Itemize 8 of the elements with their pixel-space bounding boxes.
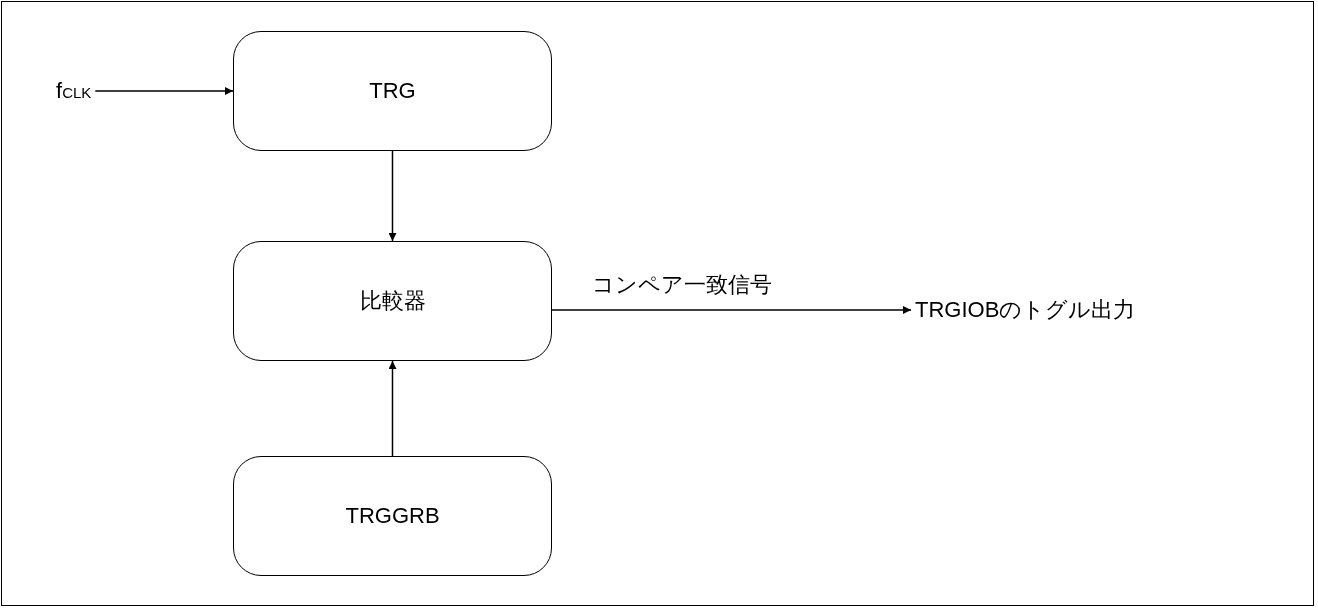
process-box: 比較器 xyxy=(233,241,552,361)
arrow xyxy=(388,360,397,457)
arrow xyxy=(94,87,234,95)
arrow xyxy=(551,306,912,314)
signal-label: TRGIOBのトグル出力 xyxy=(915,290,1245,330)
process-box: TRG xyxy=(233,31,552,151)
arrow xyxy=(388,150,397,242)
process-box: TRGGRB xyxy=(233,456,552,576)
